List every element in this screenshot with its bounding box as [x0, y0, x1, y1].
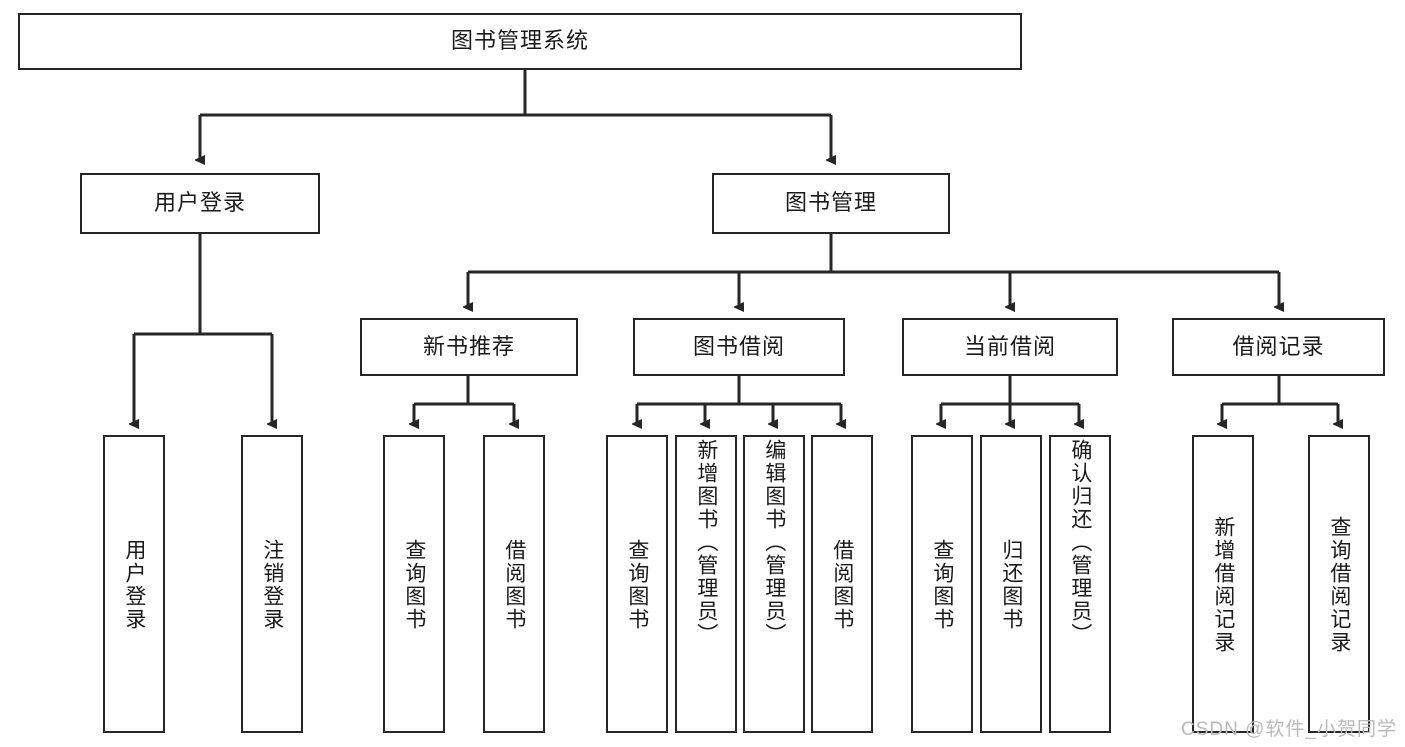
node-leaf-query-book-1[interactable]: 查询图书	[383, 435, 445, 733]
node-leaf-query-book-1-label: 查询图书	[402, 539, 426, 631]
node-leaf-query-book-3-label: 查询图书	[930, 539, 954, 631]
node-leaf-return-book[interactable]: 归还图书	[980, 435, 1042, 733]
node-leaf-logout-label: 注销登录	[260, 539, 284, 631]
node-leaf-user-login[interactable]: 用户登录	[103, 435, 165, 733]
node-leaf-borrow-book-1[interactable]: 借阅图书	[483, 435, 545, 733]
node-leaf-add-record-label: 新增借阅记录	[1211, 516, 1235, 654]
node-leaf-borrow-book-1-label: 借阅图书	[502, 539, 526, 631]
node-leaf-borrow-book-2-label: 借阅图书	[830, 539, 854, 631]
node-book-manage[interactable]: 图书管理	[712, 173, 950, 234]
node-borrow-record-label: 借阅记录	[1232, 333, 1325, 359]
node-book-borrow-label: 图书借阅	[692, 333, 785, 359]
node-leaf-logout[interactable]: 注销登录	[241, 435, 303, 733]
node-leaf-query-book-2-label: 查询图书	[625, 539, 649, 631]
node-leaf-add-record[interactable]: 新增借阅记录	[1192, 435, 1254, 733]
node-leaf-edit-book-label: 编辑图书（管理员）	[762, 439, 786, 646]
node-user-login[interactable]: 用户登录	[80, 173, 320, 234]
node-current-borrow[interactable]: 当前借阅	[902, 318, 1118, 376]
node-new-book-rec[interactable]: 新书推荐	[360, 318, 578, 376]
node-leaf-user-login-label: 用户登录	[122, 539, 146, 631]
node-book-borrow[interactable]: 图书借阅	[633, 318, 845, 376]
node-leaf-add-book[interactable]: 新增图书（管理员）	[675, 435, 737, 733]
node-current-borrow-label: 当前借阅	[963, 333, 1056, 359]
node-user-login-label: 用户登录	[153, 190, 246, 216]
node-leaf-query-record-label: 查询借阅记录	[1327, 516, 1351, 654]
node-leaf-query-book-2[interactable]: 查询图书	[606, 435, 668, 733]
node-leaf-query-record[interactable]: 查询借阅记录	[1308, 435, 1370, 733]
node-leaf-edit-book[interactable]: 编辑图书（管理员）	[743, 435, 805, 733]
node-leaf-query-book-3[interactable]: 查询图书	[911, 435, 973, 733]
node-leaf-return-book-label: 归还图书	[999, 539, 1023, 631]
node-root[interactable]: 图书管理系统	[18, 13, 1022, 70]
node-borrow-record[interactable]: 借阅记录	[1172, 318, 1385, 376]
node-leaf-add-book-label: 新增图书（管理员）	[694, 439, 718, 646]
node-root-label: 图书管理系统	[450, 28, 589, 54]
node-new-book-rec-label: 新书推荐	[422, 333, 515, 359]
node-leaf-confirm-return-label: 确认归还（管理员）	[1068, 439, 1092, 646]
node-leaf-confirm-return[interactable]: 确认归还（管理员）	[1049, 435, 1111, 733]
node-book-manage-label: 图书管理	[784, 190, 877, 216]
node-leaf-borrow-book-2[interactable]: 借阅图书	[811, 435, 873, 733]
